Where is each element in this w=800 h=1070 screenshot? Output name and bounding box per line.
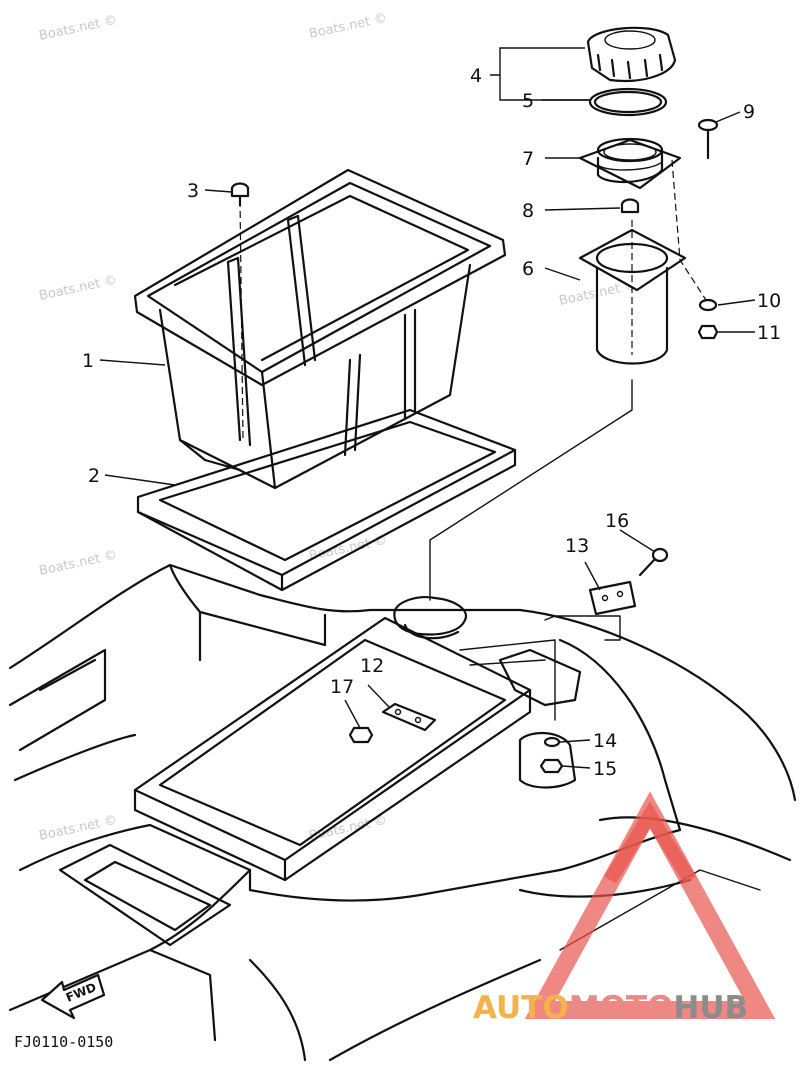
callout-14: 14 xyxy=(593,730,617,752)
watermark-6: Boats.net © xyxy=(38,813,119,844)
part-9-screw xyxy=(697,118,719,160)
callout-3: 3 xyxy=(187,180,199,202)
callout-2: 2 xyxy=(88,465,100,487)
brand-text-moto: MOTO xyxy=(569,990,674,1026)
brand-text-auto: AUTO xyxy=(473,990,569,1026)
part-3-clip xyxy=(230,182,250,207)
part-12-plate xyxy=(381,702,437,732)
part-1-storage-box xyxy=(133,168,507,490)
callout-16: 16 xyxy=(605,510,629,532)
callout-17: 17 xyxy=(330,676,354,698)
brand-text-hub: HUB xyxy=(673,990,748,1026)
leader-lines xyxy=(99,47,756,769)
part-8-plug xyxy=(620,198,640,214)
alignment-lines xyxy=(429,159,707,601)
part-10-washer xyxy=(698,298,718,312)
callout-9: 9 xyxy=(743,101,755,123)
callout-13: 13 xyxy=(565,535,589,557)
watermark-1: Boats.net © xyxy=(38,13,119,44)
callouts: 1 2 3 4 5 6 7 8 9 10 11 12 13 14 15 16 1… xyxy=(82,65,781,780)
part-6-container xyxy=(578,220,687,365)
part-13-bracket xyxy=(588,580,637,616)
fwd-arrow-icon xyxy=(40,973,106,1020)
part-15-nut xyxy=(539,758,564,774)
watermark-5: Boats.net © xyxy=(308,533,389,564)
callout-7: 7 xyxy=(522,148,534,170)
watermark-4: Boats.net © xyxy=(38,548,119,579)
callout-1: 1 xyxy=(82,350,94,372)
callout-15: 15 xyxy=(593,758,617,780)
part-2-gasket xyxy=(136,408,517,592)
part-16-bolt xyxy=(638,547,669,577)
brand-logo: AUTOMOTOHUB xyxy=(473,791,776,1026)
callout-4: 4 xyxy=(470,65,482,87)
part-4-cap xyxy=(586,26,677,82)
part-5-o-ring xyxy=(588,87,668,117)
callout-5: 5 xyxy=(522,90,534,112)
diagram-code: FJ0110-0150 xyxy=(14,1033,113,1051)
svg-text:AUTOMOTOHUB: AUTOMOTOHUB xyxy=(473,990,748,1026)
part-14-washer xyxy=(543,736,561,748)
fwd-arrow: FWD xyxy=(40,973,106,1020)
watermarks: Boats.net © Boats.net © Boats.net © Boat… xyxy=(38,11,639,844)
callout-8: 8 xyxy=(522,200,534,222)
callout-12: 12 xyxy=(360,655,384,677)
part-11-nut xyxy=(697,324,719,340)
watermark-2: Boats.net © xyxy=(308,11,389,42)
watermark-3: Boats.net © xyxy=(38,273,119,304)
part-7-filler-flange xyxy=(578,137,682,190)
brand-logo-triangle xyxy=(524,791,776,1019)
callout-10: 10 xyxy=(757,290,781,312)
hull-deck xyxy=(8,563,797,1062)
brand-logo-inner xyxy=(604,801,696,884)
part-17-nut xyxy=(348,726,374,744)
callout-6: 6 xyxy=(522,258,534,280)
callout-11: 11 xyxy=(757,322,781,344)
